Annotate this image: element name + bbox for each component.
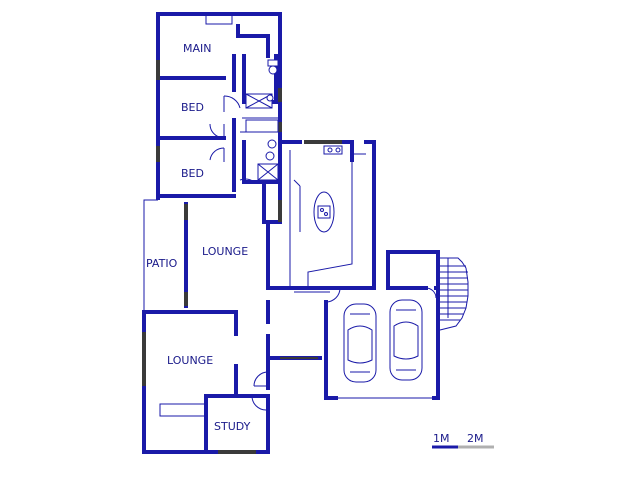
car-left-icon	[343, 303, 377, 383]
room-label-patio: PATIO	[146, 257, 178, 270]
scale-label-2m: 2M	[467, 432, 484, 445]
room-label-lounge-1: LOUNGE	[202, 245, 248, 258]
room-label-bed-1: BED	[181, 101, 204, 114]
room-label-main: MAIN	[183, 42, 212, 55]
fixtures	[245, 59, 343, 233]
scale-label-1m: 1M	[433, 432, 450, 445]
stairs-icon	[439, 257, 469, 331]
room-label-lounge-2: LOUNGE	[167, 354, 213, 367]
car-right-icon	[389, 299, 423, 381]
windows	[142, 60, 342, 454]
room-label-bed-2: BED	[181, 167, 204, 180]
walls	[142, 12, 440, 454]
doors	[209, 95, 437, 411]
scale-bar: 1M 2M	[432, 432, 494, 449]
room-label-study: STUDY	[214, 420, 251, 433]
